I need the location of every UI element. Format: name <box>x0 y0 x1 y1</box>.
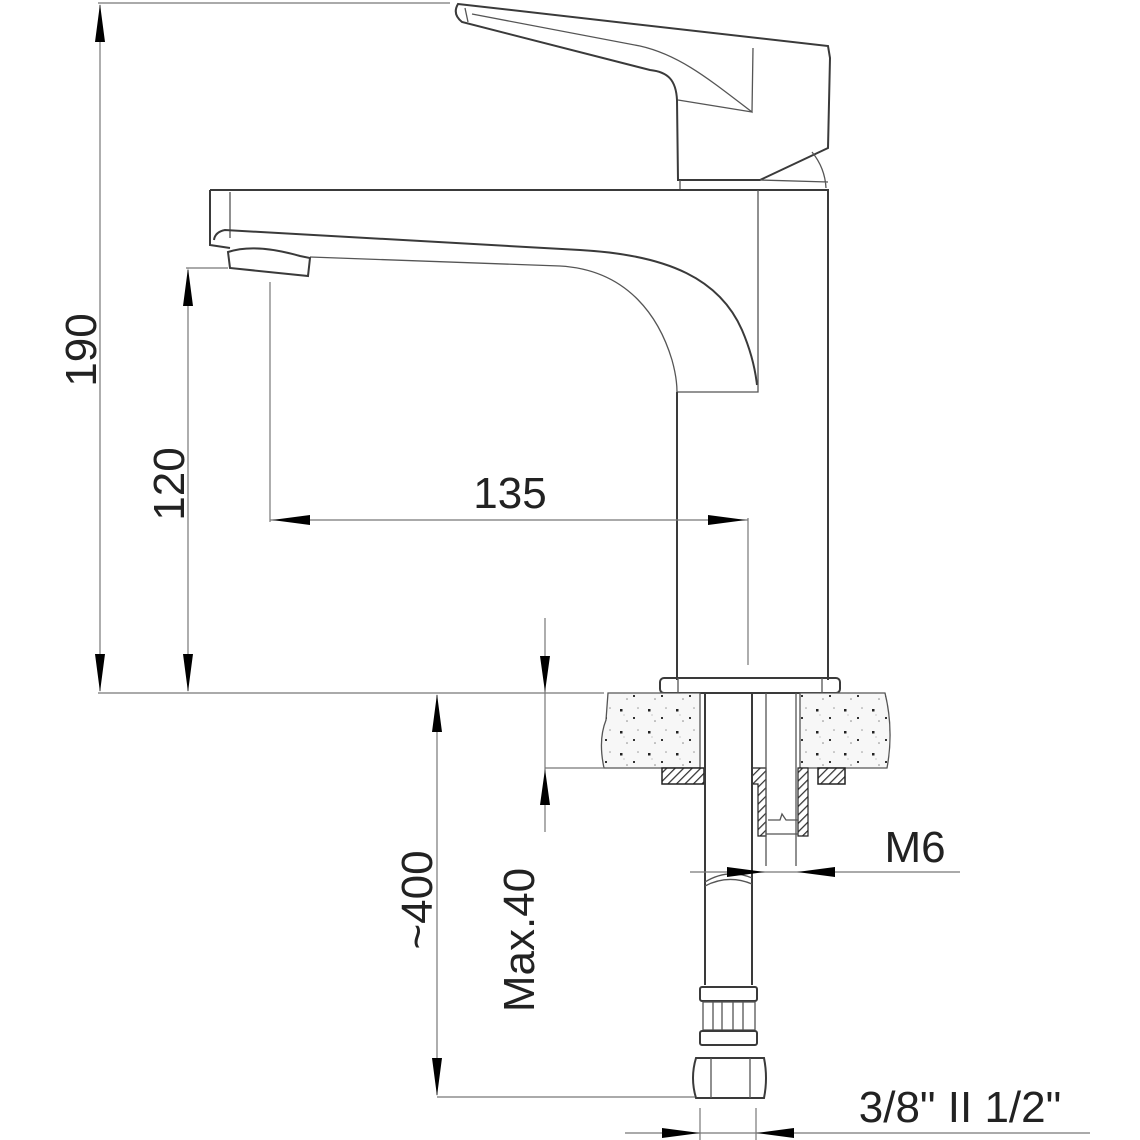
dimension-total-height: 190 <box>57 2 604 694</box>
dimension-hose-connection: 3/8" II 1/2" <box>625 1083 1090 1140</box>
dimension-stud-thread: M6 <box>690 823 960 877</box>
countertop-left <box>600 692 701 769</box>
dimension-hose-length: ~400 <box>393 694 695 1098</box>
dimension-spout-height: 120 <box>145 267 228 692</box>
dimension-spout-reach: 135 <box>269 282 749 665</box>
label-120: 120 <box>145 447 194 520</box>
label-190: 190 <box>57 313 106 386</box>
label-400: ~400 <box>393 850 442 949</box>
mounting <box>545 677 891 837</box>
label-hose-connection: 3/8" II 1/2" <box>859 1083 1061 1132</box>
spout-body <box>209 189 829 680</box>
label-max-40: Max.40 <box>495 868 544 1012</box>
dimension-max-thickness: Max.40 <box>495 618 550 1012</box>
aerator <box>226 247 312 278</box>
label-135: 135 <box>473 469 546 518</box>
label-m6: M6 <box>884 823 945 872</box>
countertop-right <box>799 692 891 769</box>
lever-handle <box>454 2 832 190</box>
supply-hose <box>692 693 797 1099</box>
